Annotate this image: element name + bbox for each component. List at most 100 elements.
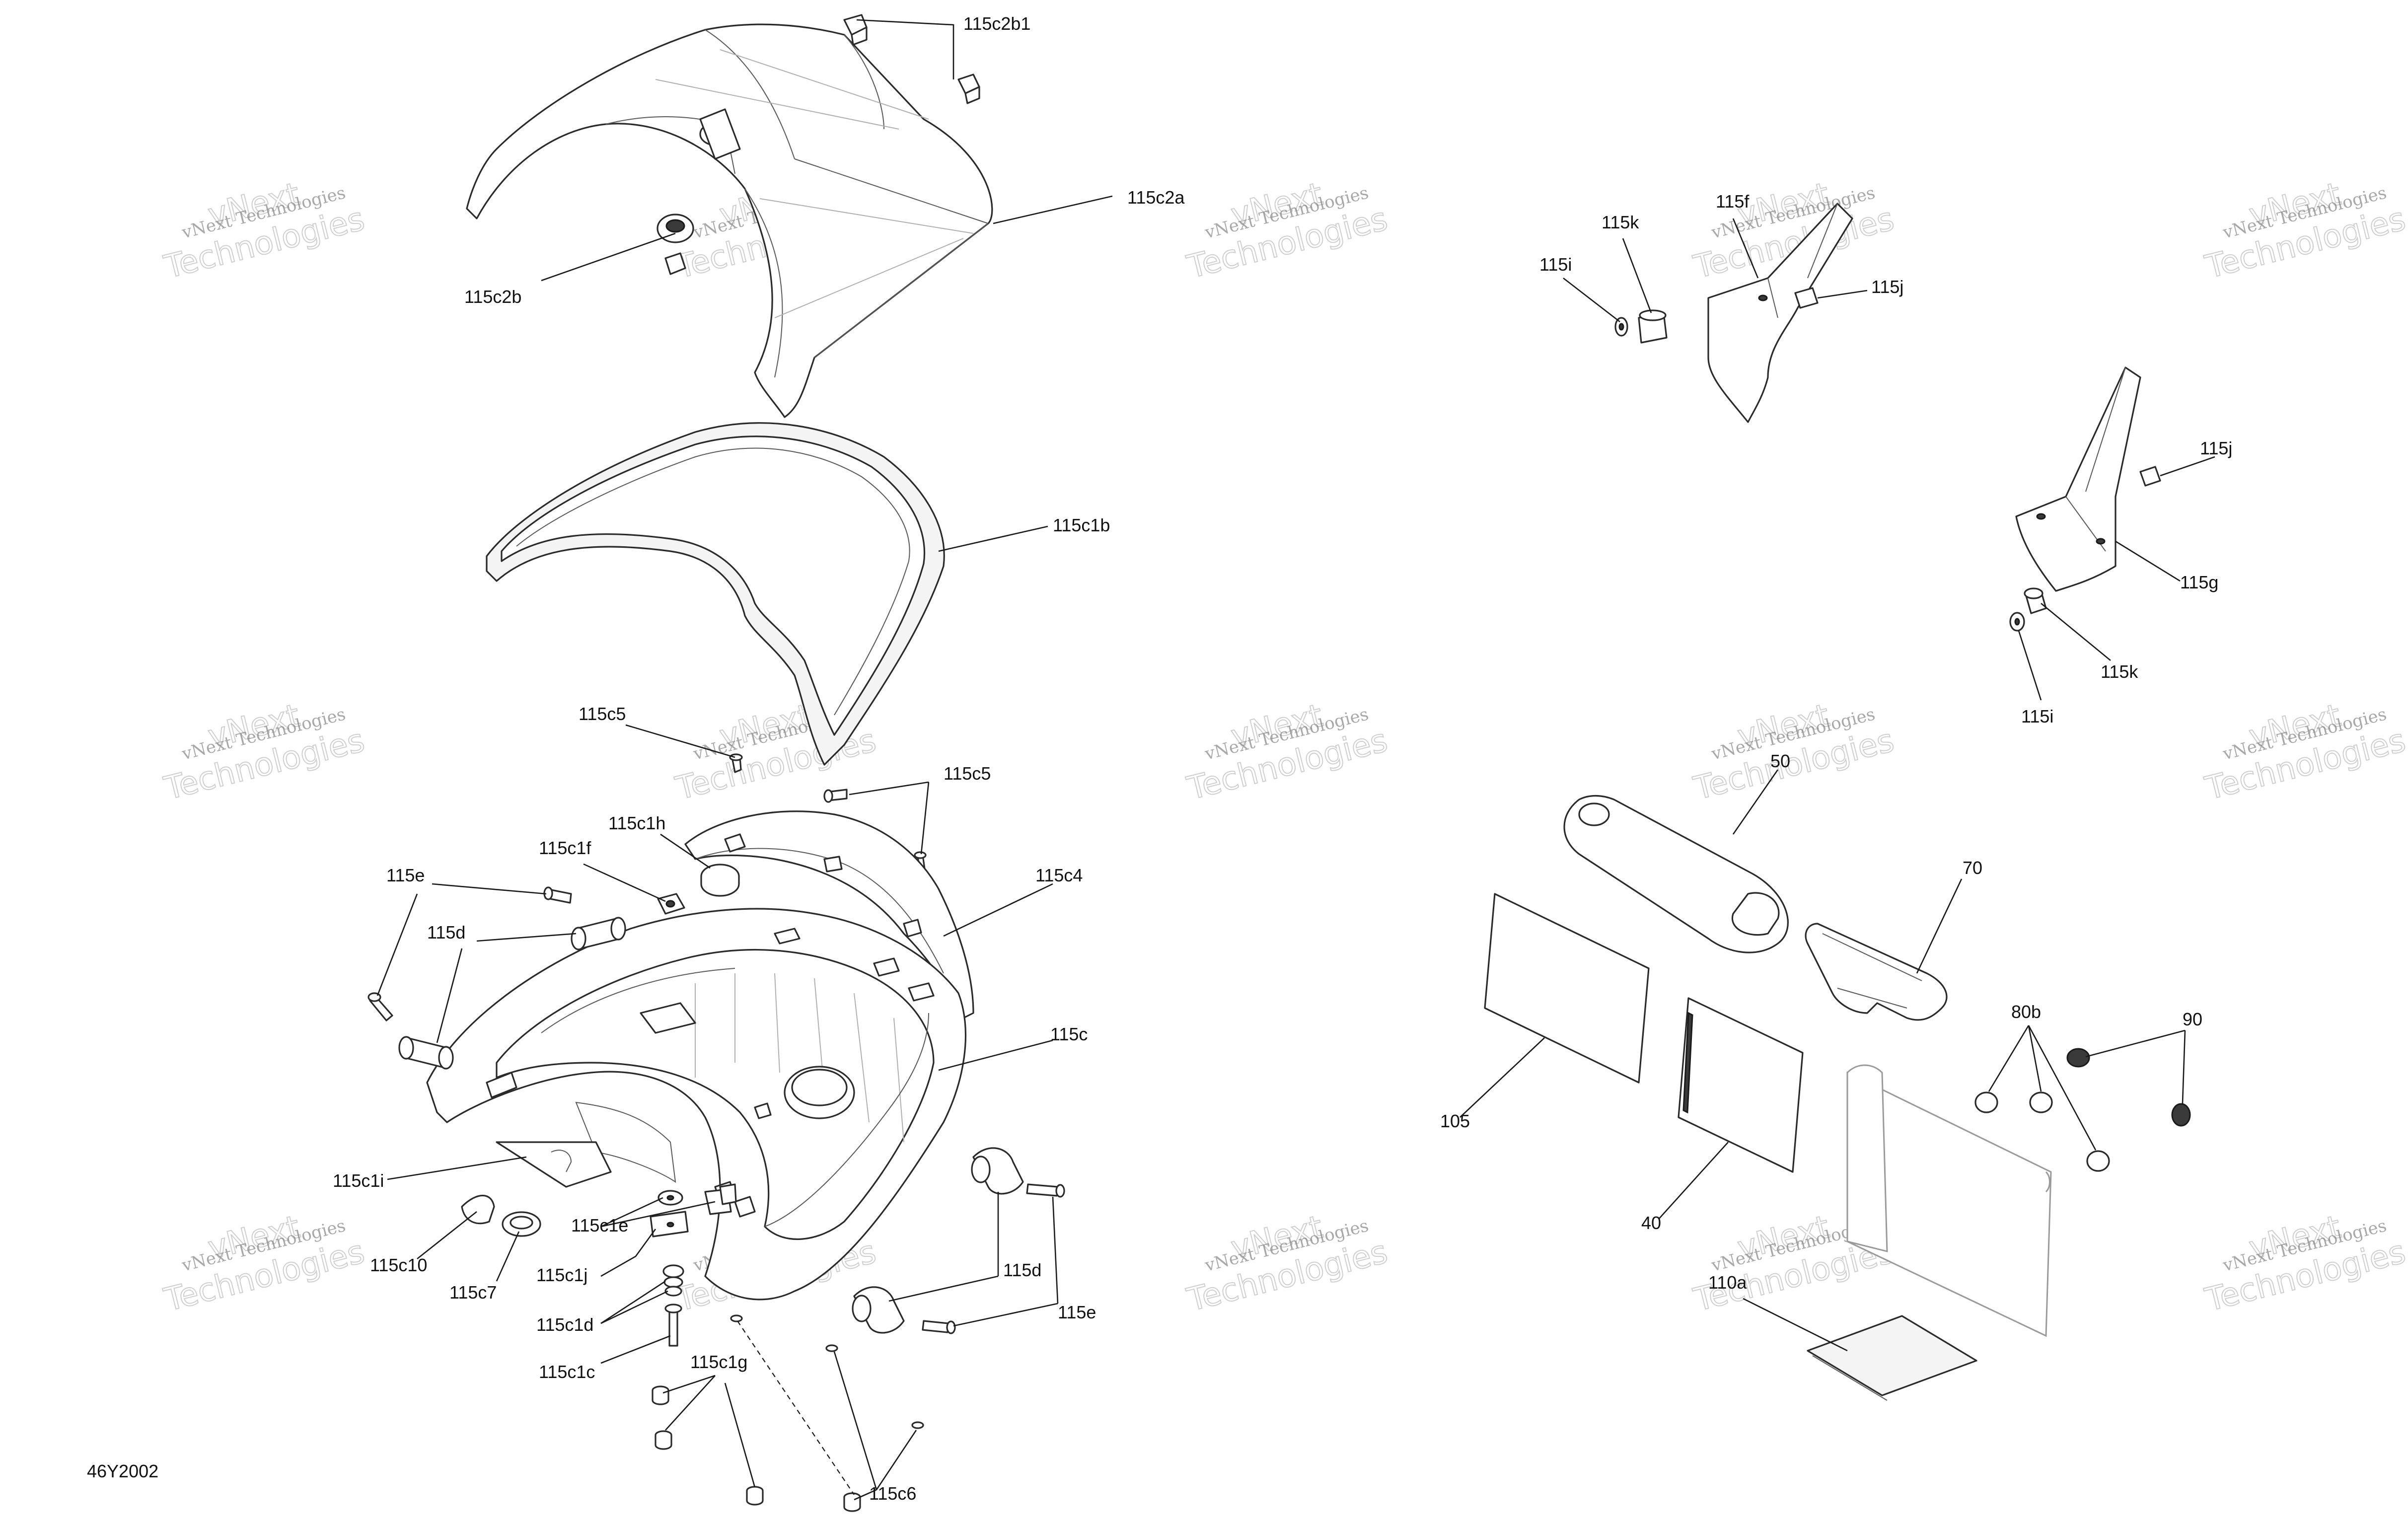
cap-part [700, 864, 740, 897]
callout-115d: 115d [1003, 1260, 1041, 1280]
lid-lock-part [657, 214, 694, 275]
watermark: vNext vNext Technologies Technologies [2201, 697, 2408, 808]
callout-115c: 115c [1050, 1024, 1088, 1044]
callout-115c2a: 115c2a [1127, 187, 1185, 208]
plate-part [496, 1141, 612, 1188]
washer-part [657, 1190, 683, 1206]
cap-part [2066, 1048, 2090, 1068]
callout-115c10: 115c10 [370, 1255, 427, 1275]
manual-sheet-part [1678, 997, 1804, 1173]
nut-part [657, 893, 685, 915]
pin-part [664, 1304, 682, 1347]
callout-115e: 115e [1058, 1302, 1096, 1322]
watermark-grid: vNext vNext Technologies Technologies vN… [160, 175, 2408, 1319]
bolt-part [543, 886, 572, 904]
callout-115c1e: 115c1e [571, 1215, 628, 1235]
storage-bag-part [1846, 1064, 2052, 1337]
callout-115c1g: 115c1g [690, 1352, 747, 1372]
lid-cover-part [466, 23, 993, 418]
washer-part [1614, 317, 1628, 337]
roll-part [1563, 795, 1789, 953]
callout-115c5: 115c5 [579, 704, 626, 724]
side-bracket-part [2015, 366, 2141, 592]
callout-115j: 115j [2200, 438, 2232, 458]
foot-part [655, 1430, 672, 1450]
foot-part [652, 1385, 669, 1405]
callout-110a: 110a [1708, 1272, 1747, 1293]
spacer-part [2024, 587, 2047, 614]
callout-115d: 115d [427, 922, 465, 943]
callout-90: 90 [2183, 1009, 2202, 1029]
callout-115c4: 115c4 [1035, 865, 1083, 885]
screw-part [729, 753, 743, 773]
callout-115c2b1: 115c2b1 [963, 13, 1030, 34]
cap-part [1974, 1091, 1998, 1113]
manual-sheet-part [1484, 893, 1650, 1084]
washer-part [2009, 612, 2025, 632]
callout-40: 40 [1641, 1213, 1661, 1233]
callout-115c1d: 115c1d [536, 1314, 593, 1335]
decal-part [1807, 1315, 1977, 1401]
callout-115c7: 115c7 [449, 1282, 497, 1303]
seal-gasket-part [486, 422, 945, 766]
watermark: vNext vNext Technologies Technologies [1183, 175, 1391, 287]
foot-part [843, 1492, 861, 1512]
watermark: vNext vNext Technologies Technologies [1689, 697, 1898, 808]
spacer-part [971, 1147, 1024, 1195]
nut-part [2139, 466, 2161, 487]
nut-part [730, 1314, 743, 1322]
watermark: vNext vNext Technologies Technologies [2201, 1208, 2408, 1319]
callout-115i: 115i [2021, 706, 2053, 727]
washer-part [662, 1264, 684, 1297]
callout-115k: 115k [1602, 212, 1639, 232]
cap-part [2171, 1103, 2191, 1127]
callout-105: 105 [1440, 1111, 1470, 1131]
callout-115c1h: 115c1h [608, 813, 665, 833]
grommet-part [502, 1211, 541, 1237]
nut-part [911, 1421, 924, 1429]
callout-labels: 115c2b1 115c2a 115c2b 115c1b 115c5 115c5… [333, 13, 2232, 1504]
callout-70: 70 [1963, 858, 1982, 878]
side-bracket-part [1707, 203, 1853, 423]
bolt-part [1026, 1183, 1065, 1198]
spacer-part [398, 1036, 454, 1070]
base-tray-part [426, 908, 966, 1301]
cap-part [2086, 1150, 2110, 1172]
callout-115g: 115g [2180, 572, 2218, 592]
cap-part [2029, 1091, 2053, 1113]
bolt-part [922, 1320, 956, 1334]
callout-115e: 115e [386, 865, 425, 885]
watermark: vNext vNext Technologies Technologies [1183, 697, 1391, 808]
callout-80b: 80b [2011, 1002, 2041, 1022]
watermark: vNext vNext Technologies Technologies [160, 175, 368, 287]
callout-115c1f: 115c1f [539, 838, 591, 858]
nut-part [825, 1344, 838, 1352]
callout-115j: 115j [1871, 277, 1903, 297]
watermark: vNext vNext Technologies Technologies [160, 1208, 368, 1319]
callout-115c1b: 115c1b [1053, 515, 1110, 535]
callout-115k: 115k [2101, 661, 2138, 682]
callout-115c6: 115c6 [869, 1483, 916, 1504]
callout-115c5: 115c5 [944, 763, 991, 784]
watermark: vNext vNext Technologies Technologies [1183, 1208, 1391, 1319]
watermark: vNext vNext Technologies Technologies [160, 697, 368, 808]
callout-115c1j: 115c1j [536, 1265, 587, 1285]
spacer-part [1638, 309, 1668, 344]
callout-115f: 115f [1716, 191, 1750, 212]
bracket-part [650, 1211, 689, 1237]
spacer-part [852, 1286, 905, 1334]
screw-part [823, 789, 848, 803]
callout-115c1i: 115c1i [333, 1170, 384, 1191]
callout-115c1c: 115c1c [539, 1362, 595, 1382]
leader-lines [376, 19, 2215, 1501]
watermark: vNext vNext Technologies Technologies [2201, 175, 2408, 287]
nut-part [1794, 287, 1819, 309]
bracket-part [704, 1183, 737, 1215]
lid-clip-part [957, 73, 980, 104]
trim-part [684, 810, 974, 1019]
bolt-part [367, 992, 393, 1021]
callout-115c2b: 115c2b [464, 287, 521, 307]
foot-part [746, 1486, 764, 1506]
diagram-code: 46Y2002 [87, 1461, 158, 1481]
